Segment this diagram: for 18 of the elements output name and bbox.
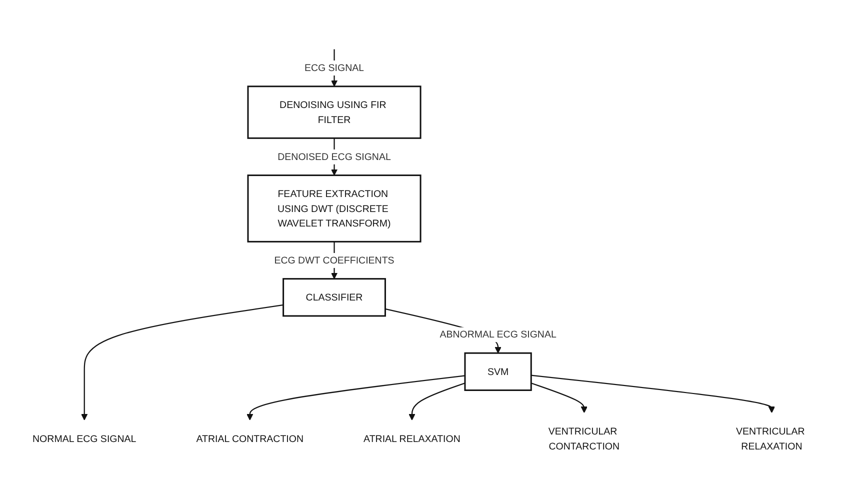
- arrow: [246, 374, 466, 420]
- edge-label: ECG SIGNAL: [304, 62, 364, 74]
- node-text: ATRIAL RELAXATION: [364, 432, 460, 444]
- node-text: ATRIAL CONTRACTION: [196, 432, 304, 444]
- node-box: DENOISING USING FIR FILTER: [247, 85, 422, 139]
- edge-label: DENOISED ECG SIGNAL: [278, 150, 391, 162]
- node-text: VENTRICULAR RELAXATION: [736, 425, 805, 452]
- arrow: [531, 374, 776, 413]
- arrow: [81, 304, 284, 420]
- node-box: FEATURE EXTRACTION USING DWT (DISCRETE WAVELET TRANSFORM): [247, 174, 422, 242]
- arrow: [530, 382, 588, 413]
- edge-label: ABNORMAL ECG SIGNAL: [440, 328, 556, 340]
- node-box: SVM: [464, 352, 532, 391]
- node-box: CLASSIFIER: [282, 278, 386, 316]
- node-text: VENTRICULAR CONTARCTION: [548, 425, 620, 452]
- node-text: NORMAL ECG SIGNAL: [32, 432, 136, 444]
- edge-label: ECG DWT COEFFICIENTS: [274, 254, 394, 266]
- arrow: [408, 382, 466, 420]
